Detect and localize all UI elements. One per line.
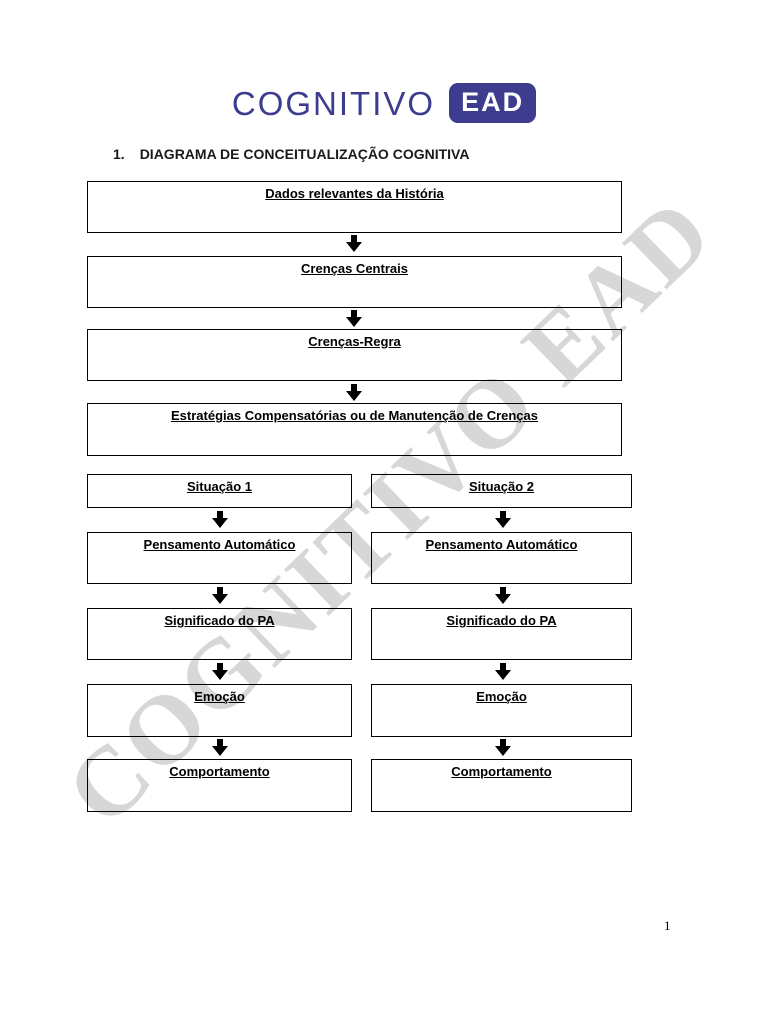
flow-box-pensamento-automatico-2: Pensamento Automático [371, 532, 632, 584]
down-arrow-icon [495, 663, 511, 680]
heading-number: 1. [113, 146, 125, 162]
flow-box-label: Estratégias Compensatórias ou de Manuten… [171, 408, 538, 423]
down-arrow-icon [495, 587, 511, 604]
section-heading: 1. DIAGRAMA DE CONCEITUALIZAÇÃO COGNITIV… [113, 146, 469, 162]
flow-box-dados-historia: Dados relevantes da História [87, 181, 622, 233]
flow-box-pensamento-automatico-1: Pensamento Automático [87, 532, 352, 584]
flow-box-label: Crenças Centrais [301, 261, 408, 276]
heading-title: DIAGRAMA DE CONCEITUALIZAÇÃO COGNITIVA [139, 146, 470, 162]
flow-box-crencas-regra: Crenças-Regra [87, 329, 622, 381]
down-arrow-icon [346, 310, 362, 327]
logo-wordmark: COGNITIVO [231, 84, 436, 122]
flow-box-label: Emoção [476, 689, 527, 704]
flow-box-label: Comportamento [169, 764, 270, 779]
down-arrow-icon [212, 587, 228, 604]
logo: COGNITIVO EAD [0, 82, 768, 124]
flow-box-label: Pensamento Automático [425, 537, 578, 552]
flow-box-label: Crenças-Regra [308, 334, 401, 349]
flow-box-label: Emoção [194, 689, 245, 704]
flow-box-estrategias: Estratégias Compensatórias ou de Manuten… [87, 403, 622, 456]
flow-box-label: Significado do PA [164, 613, 275, 628]
flow-box-label: Significado do PA [446, 613, 557, 628]
flow-box-comportamento-2: Comportamento [371, 759, 632, 812]
flow-box-label: Comportamento [451, 764, 552, 779]
flow-box-label: Situação 2 [468, 479, 535, 494]
down-arrow-icon [212, 663, 228, 680]
flow-box-label: Situação 1 [186, 479, 253, 494]
flow-box-situacao-1: Situação 1 [87, 474, 352, 508]
down-arrow-icon [495, 739, 511, 756]
down-arrow-icon [212, 511, 228, 528]
flow-box-label: Dados relevantes da História [265, 186, 444, 201]
flow-box-crencas-centrais: Crenças Centrais [87, 256, 622, 308]
down-arrow-icon [495, 511, 511, 528]
flow-box-comportamento-1: Comportamento [87, 759, 352, 812]
flow-box-significado-pa-1: Significado do PA [87, 608, 352, 660]
flow-box-emocao-1: Emoção [87, 684, 352, 737]
flow-box-label: Pensamento Automático [143, 537, 296, 552]
down-arrow-icon [212, 739, 228, 756]
flow-box-emocao-2: Emoção [371, 684, 632, 737]
down-arrow-icon [346, 384, 362, 401]
flow-box-significado-pa-2: Significado do PA [371, 608, 632, 660]
logo-badge: EAD [449, 83, 537, 123]
page-number: 1 [664, 918, 671, 933]
down-arrow-icon [346, 235, 362, 252]
flow-box-situacao-2: Situação 2 [371, 474, 632, 508]
